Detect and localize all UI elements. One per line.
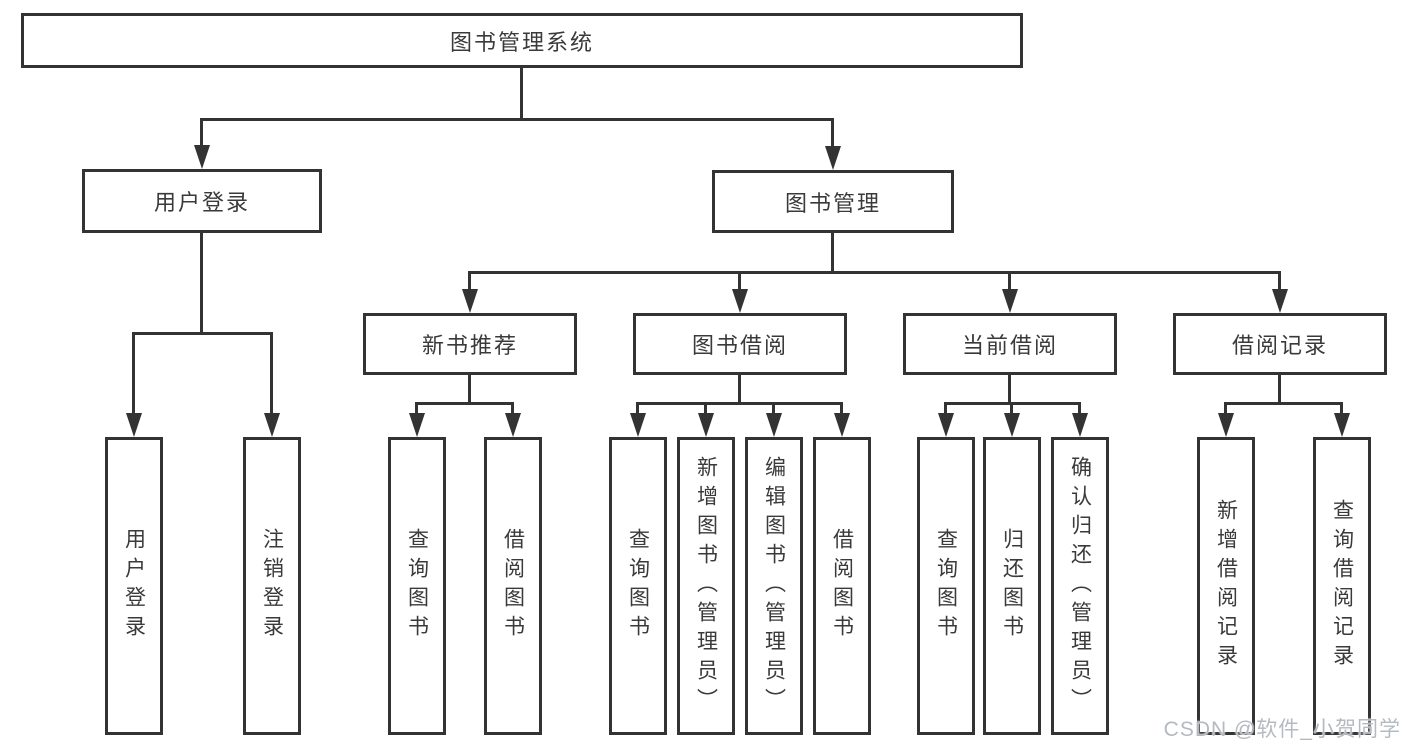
edge-drop-rec-query <box>415 402 418 416</box>
arrowhead-rec-borrow <box>505 413 521 437</box>
edge-drop-leaf-login <box>132 332 135 419</box>
watermark: CSDN @软件_小贺同学 <box>1163 718 1401 741</box>
arrowhead-bb-query <box>630 413 646 437</box>
edge-drop-br-add <box>1224 402 1227 416</box>
node-user-login: 用户登录 <box>82 169 322 233</box>
edge-drop-bb-add <box>704 402 707 416</box>
arrowhead-bb-add <box>698 413 714 437</box>
edge-drop-bb-edit <box>772 402 775 416</box>
edge-drop-user-login <box>200 118 203 150</box>
node-book-management: 图书管理 <box>712 170 954 233</box>
edge-drop-cb-return <box>1010 402 1013 416</box>
edge-user-login-split <box>132 332 273 335</box>
node-book-borrowing: 图书借阅 <box>633 313 847 375</box>
edge-drop-cb-query <box>944 402 947 416</box>
leaf-cb-query-books: 查询图书 <box>917 437 975 735</box>
edge-bb-stem <box>738 375 741 405</box>
edge-drop-book-borrow <box>738 271 741 295</box>
edge-drop-borrow-record <box>1278 271 1281 295</box>
leaf-rec-query-books: 查询图书 <box>388 437 446 735</box>
arrowhead-borrow-record <box>1272 289 1288 313</box>
leaf-bb-edit-books-admin: 编辑图书（管理员） <box>745 437 803 735</box>
arrowhead-cb-return <box>1004 413 1020 437</box>
arrowhead-br-query <box>1334 413 1350 437</box>
leaf-logout: 注销登录 <box>243 437 301 735</box>
leaf-cb-return-books: 归还图书 <box>983 437 1041 735</box>
edge-drop-book-mgmt <box>831 118 834 151</box>
arrowhead-bb-edit <box>766 413 782 437</box>
edge-root-stem <box>520 68 523 120</box>
leaf-cb-confirm-return-admin: 确认归还（管理员） <box>1051 437 1109 735</box>
edge-drop-new-book-rec <box>468 271 471 295</box>
leaf-br-add-record: 新增借阅记录 <box>1197 437 1255 735</box>
arrowhead-cb-query <box>938 413 954 437</box>
node-new-book-recommend: 新书推荐 <box>363 313 577 375</box>
edge-drop-br-query <box>1340 402 1343 416</box>
edge-book-mgmt-split <box>468 271 1281 274</box>
node-root-library-system: 图书管理系统 <box>21 13 1023 68</box>
node-borrowing-records: 借阅记录 <box>1173 313 1387 375</box>
arrowhead-current-borrow <box>1002 289 1018 313</box>
leaf-bb-query-books: 查询图书 <box>609 437 667 735</box>
arrowhead-cb-confirm <box>1072 413 1088 437</box>
arrowhead-user-login <box>194 145 210 169</box>
leaf-bb-borrow-books: 借阅图书 <box>813 437 871 735</box>
arrowhead-rec-query <box>409 413 425 437</box>
leaf-br-query-record: 查询借阅记录 <box>1313 437 1371 735</box>
edge-user-login-stem <box>200 233 203 335</box>
edge-drop-current-borrow <box>1008 271 1011 295</box>
edge-drop-leaf-logout <box>270 332 273 419</box>
leaf-bb-add-books-admin: 新增图书（管理员） <box>677 437 735 735</box>
edge-drop-bb-borrow <box>840 402 843 416</box>
edge-book-mgmt-stem <box>831 233 834 274</box>
node-current-borrowing: 当前借阅 <box>903 313 1117 375</box>
arrowhead-book-mgmt <box>825 146 841 170</box>
arrowhead-book-borrow <box>732 289 748 313</box>
arrowhead-leaf-login <box>126 413 142 437</box>
arrowhead-leaf-logout <box>264 413 280 437</box>
arrowhead-br-add <box>1218 413 1234 437</box>
arrowhead-bb-borrow <box>834 413 850 437</box>
edge-rec-split <box>415 402 514 405</box>
edge-drop-bb-query <box>636 402 639 416</box>
leaf-rec-borrow-books: 借阅图书 <box>484 437 542 735</box>
edge-drop-cb-confirm <box>1078 402 1081 416</box>
edge-drop-rec-borrow <box>511 402 514 416</box>
edge-rec-stem <box>468 375 471 405</box>
edge-bb-split <box>636 402 843 405</box>
leaf-user-login: 用户登录 <box>105 437 163 735</box>
edge-br-split <box>1224 402 1343 405</box>
arrowhead-new-book-rec <box>462 289 478 313</box>
edge-root-split <box>200 118 834 121</box>
edge-cb-stem <box>1008 375 1011 405</box>
edge-br-stem <box>1278 375 1281 405</box>
